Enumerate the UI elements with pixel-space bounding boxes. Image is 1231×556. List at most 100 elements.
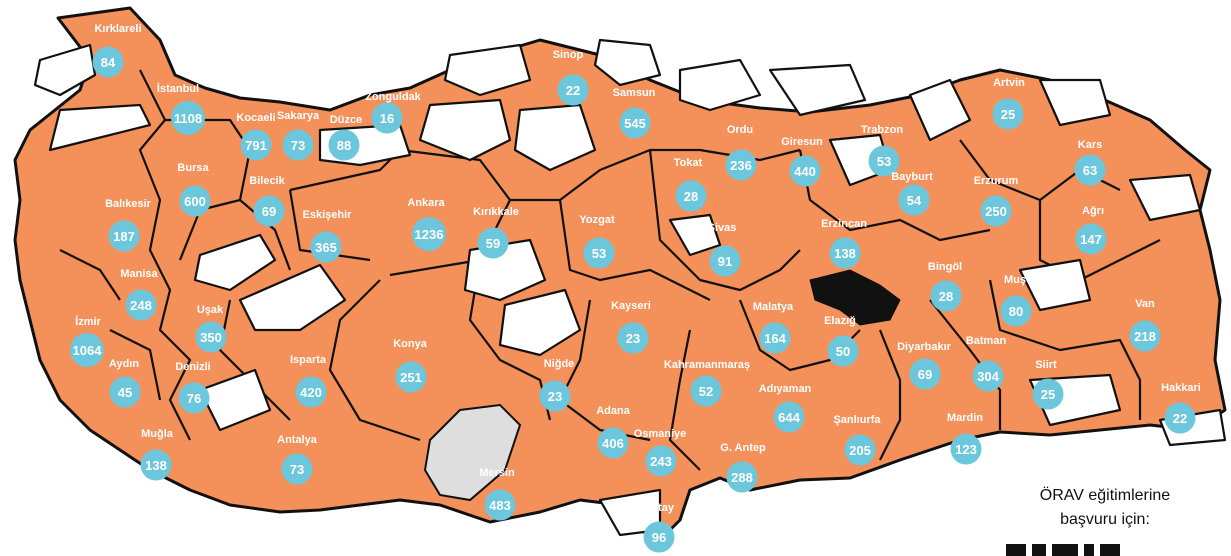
count-badge-value: 22 [566, 83, 580, 98]
count-badge-value: 164 [764, 331, 786, 346]
count-badge-value: 69 [918, 367, 932, 382]
province-name-label: Tokat [674, 157, 703, 169]
count-badge-value: 1064 [73, 343, 103, 358]
count-badge [868, 145, 900, 177]
province-mersin: Mersin 483 [479, 467, 516, 521]
count-badge [178, 382, 210, 414]
province-name-label: Diyarbakır [897, 341, 952, 353]
province-name-label: Konya [393, 338, 428, 350]
count-badge-value: 483 [489, 498, 511, 513]
count-badge [484, 489, 516, 521]
province-name-label: Manisa [120, 268, 158, 280]
count-badge-value: 1236 [415, 227, 444, 242]
count-badge-value: 250 [985, 204, 1007, 219]
count-badge [789, 155, 821, 187]
count-badge-value: 23 [626, 331, 640, 346]
province-name-label: Bayburt [891, 171, 933, 183]
province-name-label: Denizli [175, 361, 210, 373]
count-badge [240, 129, 272, 161]
count-badge-value: 54 [907, 193, 922, 208]
salt-lake [423, 403, 522, 502]
province-name-label: Siirt [1035, 359, 1057, 371]
province-name-label: Hakkari [1161, 382, 1201, 394]
cta-line-1: ÖRAV eğitimlerine [1039, 487, 1171, 504]
count-badge [597, 427, 629, 459]
count-badge [371, 102, 403, 134]
count-badge [109, 376, 141, 408]
province-name-label: Kayseri [611, 300, 651, 312]
count-badge-value: 545 [624, 116, 646, 131]
province-name-label: Ordu [727, 124, 753, 136]
count-badge-value: 76 [187, 391, 201, 406]
count-badge-value: 53 [592, 246, 606, 261]
count-badge [725, 149, 757, 181]
count-badge [992, 98, 1024, 130]
count-badge [759, 322, 791, 354]
province-name-label: Osmaniye [634, 428, 687, 440]
count-badge-value: 791 [245, 138, 267, 153]
province-name-label: Sinop [553, 49, 584, 61]
count-badge [1164, 402, 1196, 434]
province-name-label: Kars [1078, 139, 1102, 151]
count-badge [643, 521, 675, 553]
count-badge [1032, 378, 1064, 410]
province-name-label: Kocaeli [236, 112, 275, 124]
province-ankara: Ankara 1236 [407, 197, 446, 251]
count-badge-value: 406 [602, 436, 624, 451]
count-badge-value: 187 [113, 229, 135, 244]
count-badge-value: 80 [1009, 304, 1023, 319]
province-name-label: Erzincan [821, 218, 867, 230]
province-name-label: Mardin [947, 412, 983, 424]
count-badge-value: 25 [1001, 107, 1015, 122]
count-badge [281, 453, 313, 485]
province-g-antep: G. Antep 288 [720, 442, 766, 493]
qr-code[interactable] [1006, 544, 1126, 556]
count-badge [328, 129, 360, 161]
count-badge [972, 360, 1004, 392]
count-badge-value: 52 [699, 384, 713, 399]
count-badge-value: 644 [778, 410, 800, 425]
count-badge-value: 45 [118, 385, 132, 400]
province-name-label: Kırıkkale [473, 206, 519, 218]
province-name-label: Hatay [644, 502, 675, 514]
count-badge-value: 59 [486, 236, 500, 251]
province-name-label: Mersin [479, 467, 515, 479]
count-badge [557, 74, 589, 106]
count-badge-value: 50 [836, 344, 850, 359]
count-badge [829, 237, 861, 269]
province-name-label: Balıkesir [105, 198, 152, 210]
count-badge [140, 449, 172, 481]
count-badge [690, 375, 722, 407]
province-erzincan: Erzincan 138 [821, 218, 867, 269]
count-badge [92, 46, 124, 78]
count-badge-value: 304 [977, 369, 999, 384]
count-badge-value: 600 [184, 194, 206, 209]
province-name-label: Ankara [407, 197, 445, 209]
province-bayburt: Bayburt 54 [891, 171, 933, 216]
province-name-label: G. Antep [720, 442, 766, 454]
cta-line-2: başvuru için: [1060, 511, 1150, 528]
province-name-label: Muş [1004, 274, 1026, 286]
count-badge-value: 288 [731, 470, 753, 485]
count-badge-value: 16 [380, 111, 394, 126]
count-badge [70, 333, 104, 367]
count-badge-value: 138 [834, 246, 856, 261]
